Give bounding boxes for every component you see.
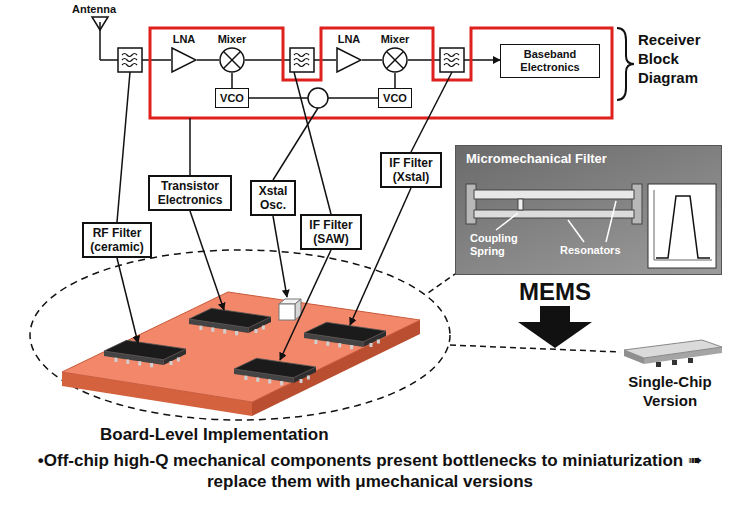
photo-panel: Micromechanical FilterCoupling Spring Res… xyxy=(455,145,722,275)
bracket-label: Receiver Block Diagram xyxy=(638,30,730,87)
box-text: Transistor Electronics xyxy=(153,179,227,207)
arrow-label: MEMS xyxy=(505,277,605,307)
mixer-symbol: Mixer xyxy=(378,33,412,73)
symbol-label: LNA xyxy=(335,33,363,46)
callout-box: IF Filter (Xstal) xyxy=(380,152,442,188)
part-label: Coupling Spring xyxy=(470,232,530,258)
part-label: Resonators xyxy=(560,244,621,257)
antenna-label: Antenna xyxy=(72,2,116,16)
signal-wire xyxy=(231,73,233,88)
box-text: IF Filter (SAW) xyxy=(305,218,357,246)
symbol-label: LNA xyxy=(170,33,198,46)
box-text: VCO xyxy=(220,92,244,105)
board-label: Board-Level Implementation xyxy=(100,424,329,445)
callout-box: Transistor Electronics xyxy=(148,175,232,211)
box-text: RF Filter (ceramic) xyxy=(87,226,147,254)
callout-box: Xstal Osc. xyxy=(250,180,296,216)
amplifier-symbol: LNA xyxy=(170,33,198,73)
box-text: Baseband Electronics xyxy=(504,48,596,74)
symbol-label: Mixer xyxy=(378,33,412,46)
circle-shape xyxy=(382,47,408,73)
box-text: IF Filter (Xstal) xyxy=(385,156,437,184)
box-text: VCO xyxy=(383,92,407,105)
panel-title: Micromechanical Filter xyxy=(466,151,607,166)
block-box: VCO xyxy=(378,88,412,108)
callout-box: RF Filter (ceramic) xyxy=(82,222,152,258)
block-box: VCO xyxy=(215,88,249,108)
signal-wire xyxy=(394,73,396,88)
chip-label: Single-Chip Version xyxy=(614,372,726,410)
mixer-symbol: Mixer xyxy=(215,33,249,73)
circle-shape xyxy=(219,47,245,73)
signal-wire xyxy=(197,59,219,61)
amplifier-symbol: LNA xyxy=(335,33,363,73)
note-text: •Off-chip high-Q mechanical components p… xyxy=(28,450,712,492)
callout-box: IF Filter (SAW) xyxy=(300,214,362,250)
triangle-shape xyxy=(171,47,197,73)
symbol-label: Mixer xyxy=(215,33,249,46)
box-text: Xstal Osc. xyxy=(255,184,291,212)
triangle-shape xyxy=(336,47,362,73)
signal-wire xyxy=(362,59,382,61)
block-box: Baseband Electronics xyxy=(500,44,600,78)
